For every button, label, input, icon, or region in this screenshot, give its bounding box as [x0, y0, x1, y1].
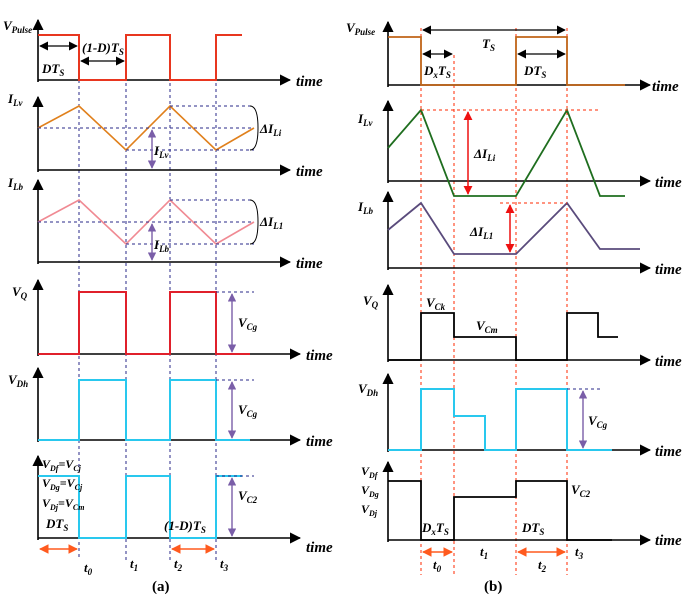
a-ilb-arrow-label: ILb	[153, 237, 170, 254]
a-ilv-label: ILv	[7, 91, 24, 108]
b-row-ilb: ILb time ΔIL1	[357, 190, 682, 278]
a-vpulse-label: VPulse	[3, 18, 32, 35]
panel-a: VPulse time (1-D)TS DTS ILv time ΔILi	[3, 18, 333, 595]
b-vdh-time-label: time	[655, 444, 682, 460]
b-dts-bottom-label: DTS	[521, 520, 544, 537]
b-dxts-bottom-label: DxTS	[421, 520, 449, 537]
a-ilv-delta-label: ΔILi	[259, 121, 282, 138]
a-ilb-label: ILb	[7, 175, 24, 192]
a-row-vdh: VDh time VCg	[8, 366, 333, 450]
a-ilv-time-label: time	[296, 164, 323, 180]
a-row-vdf: time VDf=VCj VDg=VCj VDj=VCm DTS (1-D)TS…	[32, 454, 333, 556]
b-caption: (b)	[484, 579, 502, 595]
b-ilv-time-label: time	[655, 175, 682, 191]
b-ts-label: TS	[482, 36, 495, 53]
b-vdf-waveform	[388, 480, 612, 541]
a-caption: (a)	[152, 579, 170, 595]
b-t1-label: t1	[480, 544, 488, 561]
b-ilv-waveform	[387, 107, 625, 197]
b-ilv-label: ILv	[357, 111, 374, 128]
b-row-vdh: VDh time VCg	[358, 372, 682, 460]
b-dxts-label: DxTS	[423, 63, 451, 80]
a-one-minus-d-bottom-label: (1-D)TS	[164, 518, 206, 535]
a-dts-bottom-label: DTS	[45, 516, 68, 533]
a-vdf-waveform	[38, 475, 242, 539]
a-vdh-waveform	[38, 379, 250, 441]
b-vdf-label2: VDg	[361, 483, 379, 499]
b-vq-waveform	[388, 312, 618, 361]
a-row-ilv: ILv time ΔILi ILv	[7, 91, 323, 180]
a-vpulse-waveform	[38, 34, 242, 81]
b-vpulse-waveform	[388, 36, 625, 86]
b-ilb-time-label: time	[655, 262, 682, 278]
a-vdh-label: VDh	[8, 372, 28, 389]
b-ilb-label: ILb	[357, 199, 374, 216]
b-row-vpulse: VPulse time TS DxTS DTS	[346, 20, 679, 95]
a-ilb-delta-label: ΔIL1	[259, 214, 283, 231]
b-ilb-waveform	[387, 201, 640, 255]
a-vpulse-time-label: time	[296, 74, 323, 90]
b-dts-label: DTS	[523, 63, 546, 80]
b-vdh-amp-label: VCg	[588, 413, 608, 430]
b-vcm-label: VCm	[476, 318, 498, 335]
a-t3-label: t3	[220, 556, 229, 573]
b-ilv-delta-label: ΔILi	[473, 146, 496, 163]
b-ilb-delta-label: ΔIL1	[469, 224, 493, 241]
b-vpulse-time-label: time	[652, 79, 679, 95]
b-vdh-waveform	[388, 388, 612, 451]
a-dts-label: DTS	[41, 61, 64, 78]
a-vdf-amp-label: VC2	[238, 488, 258, 505]
a-vq-time-label: time	[306, 348, 333, 364]
a-vdf-line3: VDj=VCm	[42, 496, 84, 512]
b-vpulse-label: VPulse	[346, 20, 375, 37]
a-vdh-amp-label: VCg	[238, 402, 258, 419]
a-ilv-arrow-label: ILv	[153, 143, 170, 160]
a-vdf-time-label: time	[306, 540, 333, 556]
a-row-ilb: ILb time ΔIL1 ILb	[7, 175, 323, 272]
a-vq-label: VQ	[12, 284, 28, 301]
a-vq-waveform	[38, 291, 250, 355]
a-vdf-line2: VDg=VCj	[42, 476, 83, 492]
panel-a-time-gridlines	[78, 35, 217, 560]
b-vq-label: VQ	[363, 293, 379, 310]
a-ilb-time-label: time	[296, 256, 323, 272]
b-vq-time-label: time	[655, 354, 682, 370]
a-row-vq: VQ time VCg	[12, 278, 333, 364]
b-vdh-label: VDh	[358, 381, 378, 398]
a-row-vpulse: VPulse time (1-D)TS DTS	[3, 18, 323, 90]
a-vdh-time-label: time	[306, 434, 333, 450]
a-one-minus-d-label: (1-D)TS	[82, 40, 124, 57]
b-row-ilv: ILv time ΔILi	[357, 99, 682, 197]
b-t0-label: t0	[433, 557, 442, 574]
b-row-vdf: time VDf VDg VDj VC2 DxTS DTS	[361, 460, 682, 549]
b-vck-label: VCk	[426, 295, 446, 312]
a-t1-label: t1	[130, 556, 138, 573]
b-vdf-label1: VDf	[361, 464, 379, 480]
b-vdf-label3: VDj	[361, 502, 378, 518]
b-vdf-time-label: time	[655, 533, 682, 549]
b-t2-label: t2	[538, 557, 547, 574]
b-vdf-vc2-label: VC2	[571, 482, 591, 499]
a-t2-label: t2	[174, 556, 183, 573]
a-t0-label: t0	[84, 560, 93, 577]
a-ilv-brace	[249, 105, 259, 151]
b-t3-label: t3	[575, 544, 584, 561]
b-row-vq: VQ time VCk VCm	[363, 283, 682, 370]
a-ilb-brace	[249, 199, 259, 245]
a-vq-amp-label: VCg	[238, 315, 258, 332]
panel-b: VPulse time TS DxTS DTS ILv time ΔILi IL…	[346, 20, 682, 595]
a-vdf-line1: VDf=VCj	[42, 457, 82, 473]
